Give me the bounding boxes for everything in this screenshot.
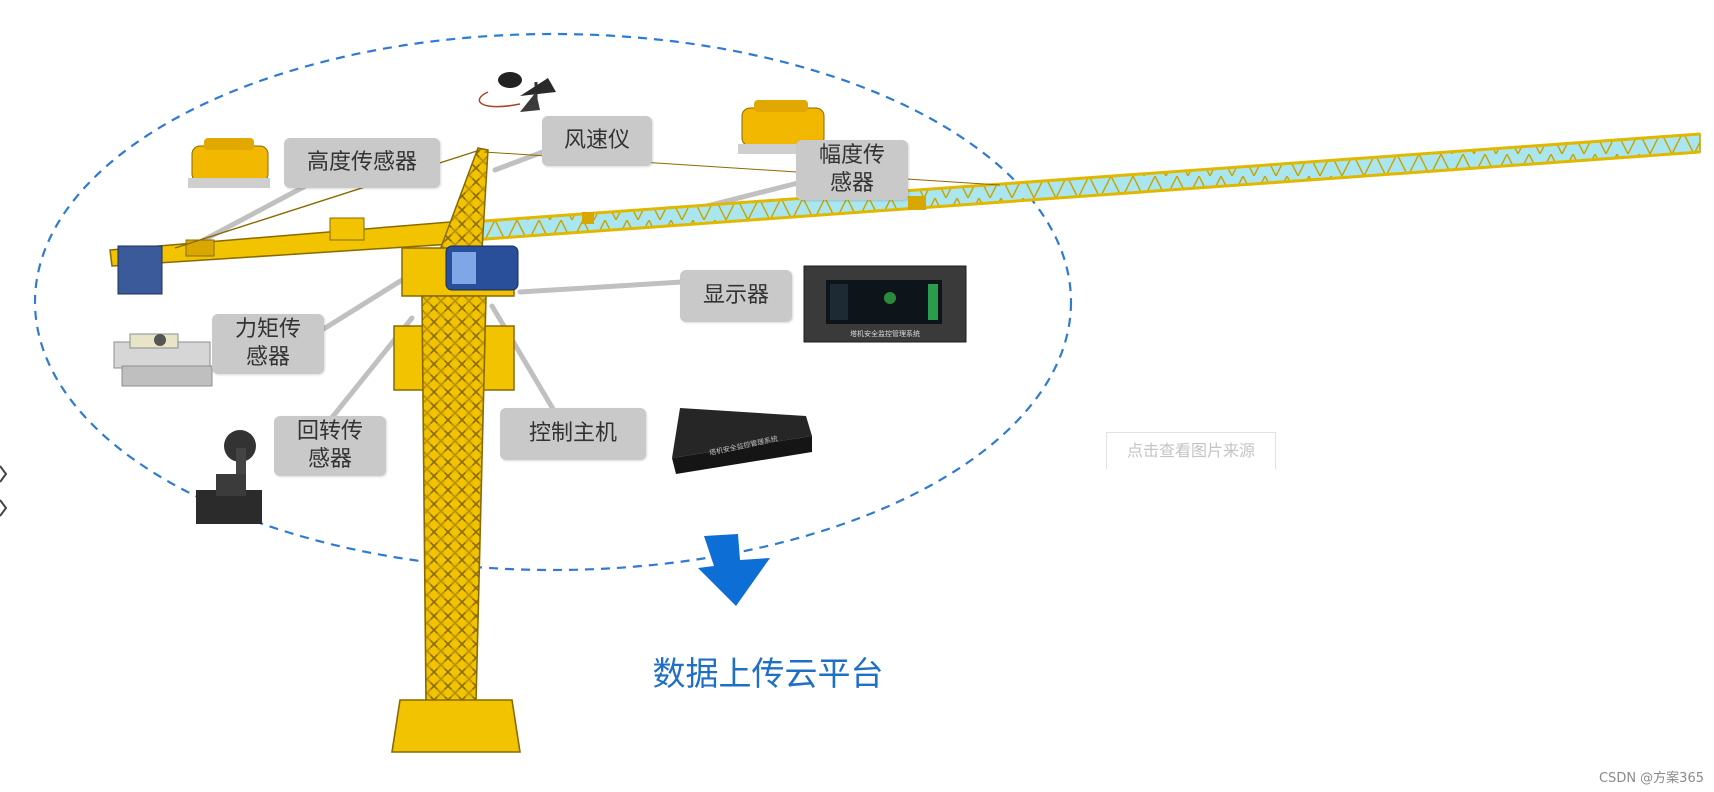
label-text: 力矩传	[234, 317, 301, 342]
label-text: 高度传感器	[306, 150, 417, 175]
label-slewing-sensor: 回转传 感器	[274, 416, 386, 476]
upload-arrow-icon	[698, 534, 770, 606]
label-text: 感器	[829, 171, 874, 196]
label-text: 控制主机	[528, 421, 617, 446]
slewing-sensor-device	[196, 430, 262, 524]
display-monitor-device: 塔机安全监控管理系统	[803, 265, 967, 343]
label-text: 显示器	[702, 283, 769, 308]
slewing-platform	[393, 245, 519, 391]
label-height-sensor: 高度传感器	[284, 138, 440, 188]
torque-sensor-device	[113, 333, 213, 387]
label-text: 感器	[307, 447, 352, 472]
left-edge-mark-icon	[0, 465, 8, 517]
label-amplitude-sensor: 幅度传 感器	[796, 140, 908, 200]
control-host-device: 塔机安全监控管理系统	[672, 408, 812, 474]
view-image-source-link[interactable]: 点击查看图片来源	[1106, 432, 1276, 469]
csdn-watermark: CSDN @方案365	[1598, 771, 1704, 786]
label-control-host: 控制主机	[500, 408, 646, 460]
label-text: 回转传	[296, 419, 363, 444]
tower-base	[391, 699, 521, 753]
cloud-upload-caption: 数据上传云平台	[652, 654, 884, 693]
anemometer-device	[478, 72, 556, 112]
counter-jib	[109, 217, 453, 295]
amplitude-sensor-device	[738, 100, 828, 154]
label-text: 幅度传	[818, 143, 885, 168]
label-display: 显示器	[680, 270, 792, 322]
main-jib	[469, 132, 1701, 242]
boundary-ellipse	[33, 32, 1073, 572]
label-text: 感器	[245, 345, 290, 370]
label-text: 风速仪	[563, 128, 630, 153]
tower-mast	[421, 295, 487, 703]
label-torque-sensor: 力矩传 感器	[212, 314, 324, 374]
label-wind-meter: 风速仪	[542, 116, 652, 166]
height-sensor-device	[188, 138, 270, 188]
display-screen-title: 塔机安全监控管理系统	[850, 329, 920, 338]
tower-peak	[438, 147, 489, 251]
